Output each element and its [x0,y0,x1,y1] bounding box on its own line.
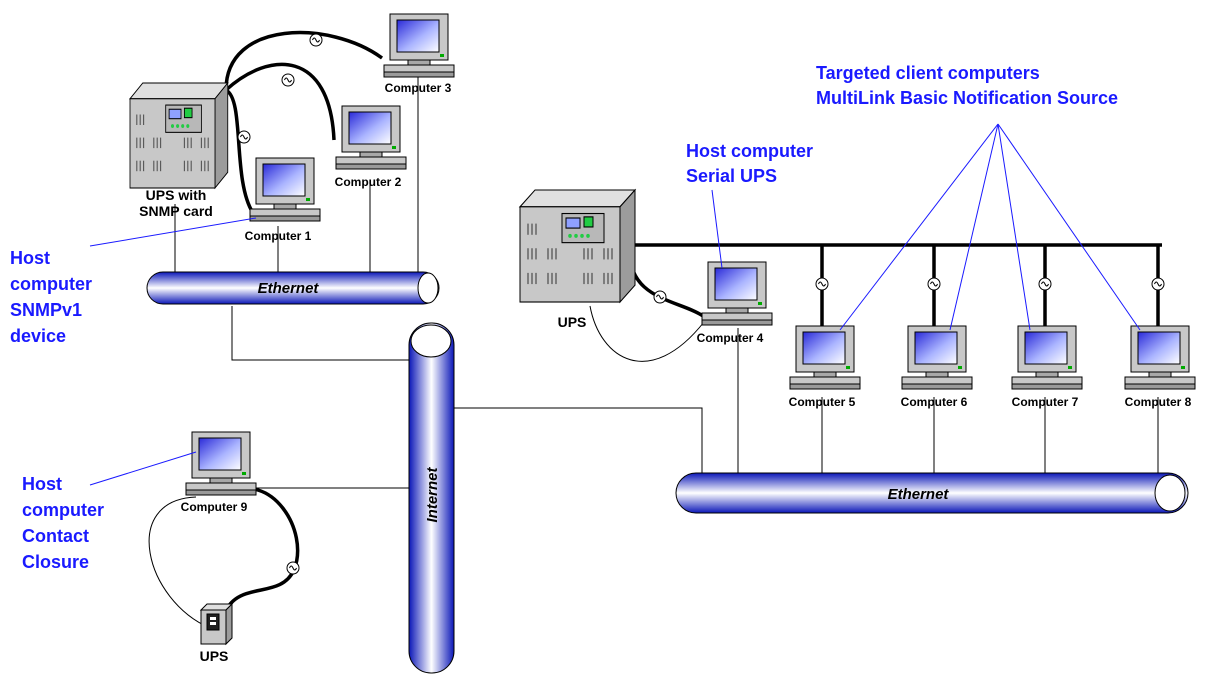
ethernet-right-label: Ethernet [888,486,950,503]
computer-icon [383,13,455,78]
computer-1[interactable]: Computer 1 [245,157,321,243]
ethernet-right-pipe[interactable]: Ethernet [675,472,1189,514]
host-snmp-line4: device [10,326,66,346]
annotation-host-snmp: Host computer SNMPv1 device [10,248,92,346]
computer-9-label: Computer 9 [181,500,248,514]
computer-icon [249,157,321,222]
internet-label: Internet [424,466,441,522]
computer-6-label: Computer 6 [901,395,968,409]
annotation-host-contact: Host computer Contact Closure [22,474,104,572]
computer-3[interactable]: Computer 3 [383,13,455,95]
annotation-targeted-clients: Targeted client computers MultiLink Basi… [816,63,1118,108]
ups-snmp-label-line1: UPS with [146,187,207,203]
computer-6[interactable]: Computer 6 [901,325,973,409]
host-serial-line1: Host computer [686,141,813,161]
ups-tower-icon [129,82,229,189]
host-contact-line4: Closure [22,552,89,572]
computer-icon [701,261,773,326]
computer-icon [789,325,861,390]
computer-1-label: Computer 1 [245,229,312,243]
network-lines [148,72,1159,629]
host-snmp-line2: computer [10,274,92,294]
ethernet-left-label: Ethernet [258,280,320,297]
computer-icon [1011,325,1083,390]
host-snmp-line3: SNMPv1 [10,300,82,320]
host-contact-line1: Host [22,474,62,494]
computer-8-label: Computer 8 [1125,395,1192,409]
ups-snmp-device[interactable]: UPS with SNMP card [129,82,229,219]
computer-7-label: Computer 7 [1012,395,1079,409]
computer-icon [901,325,973,390]
internet-pipe[interactable]: Internet [408,322,455,674]
computer-2-label: Computer 2 [335,175,402,189]
computer-icon [185,431,257,496]
computer-icon [335,105,407,170]
computer-4-label: Computer 4 [697,331,764,345]
computer-icon [1124,325,1196,390]
ethernet-left-pipe[interactable]: Ethernet [146,271,440,305]
computer-5-label: Computer 5 [789,395,856,409]
host-serial-line2: Serial UPS [686,166,777,186]
ups-serial-label: UPS [558,314,587,330]
ups-serial-device[interactable]: UPS [519,189,636,330]
ups-small-icon [199,602,234,646]
ups-contact-label: UPS [200,648,229,664]
computer-3-label: Computer 3 [385,81,452,95]
ups-contact-device[interactable]: UPS [199,602,234,664]
computer-2[interactable]: Computer 2 [335,105,407,189]
host-snmp-line1: Host [10,248,50,268]
host-contact-line3: Contact [22,526,89,546]
targeted-line2: MultiLink Basic Notification Source [816,88,1118,108]
computer-7[interactable]: Computer 7 [1011,325,1083,409]
computer-5[interactable]: Computer 5 [789,325,861,409]
annotation-leader-lines [89,123,1141,486]
computer-8[interactable]: Computer 8 [1124,325,1196,409]
host-contact-line2: computer [22,500,104,520]
ups-snmp-label-line2: SNMP card [139,203,213,219]
computer-9[interactable]: Computer 9 [181,431,257,514]
computer-4[interactable]: Computer 4 [697,261,773,345]
targeted-line1: Targeted client computers [816,63,1040,83]
annotation-host-serial: Host computer Serial UPS [686,141,813,186]
ups-tower-icon [519,189,636,303]
